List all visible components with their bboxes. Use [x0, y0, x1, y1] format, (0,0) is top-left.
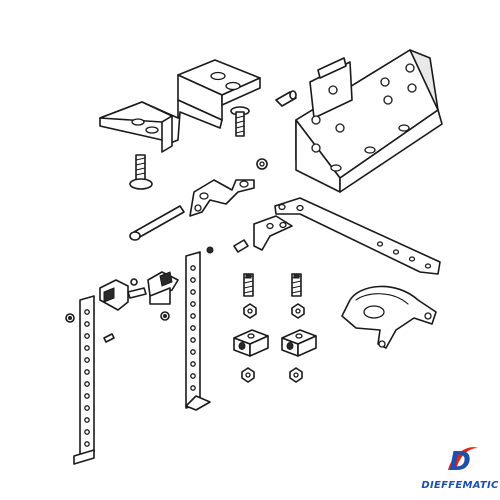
strip-hole — [84, 321, 90, 327]
long-flat-arm — [274, 197, 441, 275]
ring-clamp — [341, 285, 437, 349]
bolt — [127, 278, 147, 299]
nut — [206, 246, 214, 254]
strip-hole — [84, 441, 90, 447]
strip-hole — [84, 381, 90, 387]
brand-mark-icon: D — [446, 447, 478, 477]
small-bracket — [189, 179, 255, 217]
strip-hole — [190, 313, 196, 319]
strip-hole — [84, 357, 90, 363]
strip-hole — [190, 301, 196, 307]
nut — [243, 303, 305, 319]
strip-hole — [190, 265, 196, 271]
perforated-strip — [73, 295, 95, 465]
strip-hole — [84, 405, 90, 411]
strip-hole — [190, 325, 196, 331]
bolt — [230, 106, 250, 137]
strip-hole — [84, 369, 90, 375]
brand-mark-letter: D — [449, 447, 471, 477]
strip-hole — [190, 337, 196, 343]
strip-hole — [84, 345, 90, 351]
strip-hole — [190, 361, 196, 367]
nut — [65, 311, 170, 323]
nut — [241, 367, 303, 383]
u-clip — [99, 271, 179, 311]
strip-hole — [84, 309, 90, 315]
small-arm — [253, 215, 293, 251]
washer — [256, 158, 268, 170]
strip-hole — [190, 289, 196, 295]
clamp-block — [233, 329, 317, 357]
grub-screw — [243, 273, 302, 297]
bolt — [129, 154, 153, 190]
brand-name: DIEFFEMATIC — [421, 480, 499, 491]
strip-hole — [190, 373, 196, 379]
angle-bracket — [295, 49, 443, 193]
strip-hole — [190, 277, 196, 283]
strip-hole — [84, 417, 90, 423]
strip-hole — [84, 429, 90, 435]
small-pin — [275, 90, 297, 107]
strip-hole — [190, 385, 196, 391]
strip-hole — [190, 349, 196, 355]
strip-hole — [84, 333, 90, 339]
double-bracket-plate — [99, 59, 261, 153]
small-pin — [103, 333, 115, 343]
perforated-strip — [185, 251, 211, 411]
strip-hole — [84, 393, 90, 399]
brand-logo: D DIEFFEMATIC — [420, 440, 500, 498]
long-bolt — [129, 205, 185, 241]
grub-screw — [233, 239, 249, 253]
